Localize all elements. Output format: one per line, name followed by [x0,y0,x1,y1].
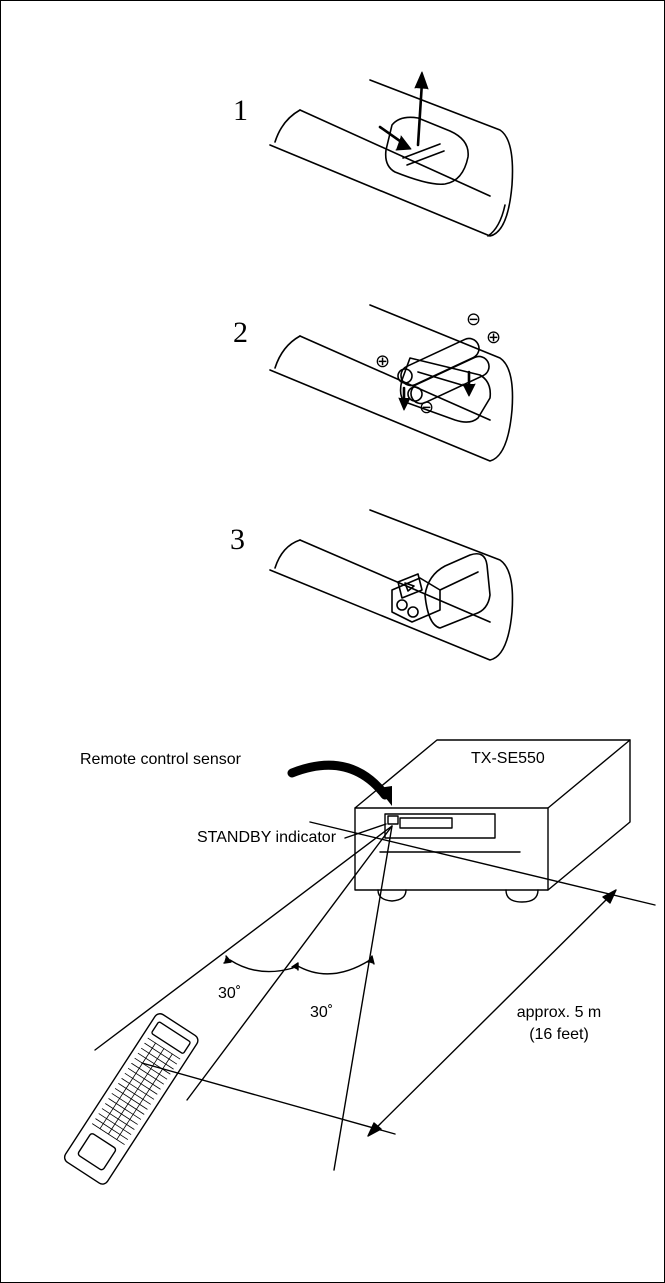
remote-control-handset [63,1013,199,1185]
standby-indicator-label: STANDBY indicator [197,829,337,846]
angle-right-label: 30˚ [310,1004,334,1021]
angle-left-label: 30˚ [218,985,242,1002]
remote-sensor-label: Remote control sensor [80,751,241,768]
distance-label-line2: (16 feet) [529,1026,589,1043]
step-2-number: 2 [233,316,248,349]
battery-minus-top: ⊖ [466,309,482,329]
distance-label-line1: approx. 5 m [516,1004,602,1021]
battery-plus-right: ⊕ [486,327,502,347]
battery-minus-bottom: ⊖ [419,397,435,417]
step-3-number: 3 [230,523,245,556]
receiver-unit [354,739,631,903]
battery-plus-left: ⊕ [375,351,391,371]
model-label: TX-SE550 [471,750,545,767]
step-1-number: 1 [233,94,248,127]
